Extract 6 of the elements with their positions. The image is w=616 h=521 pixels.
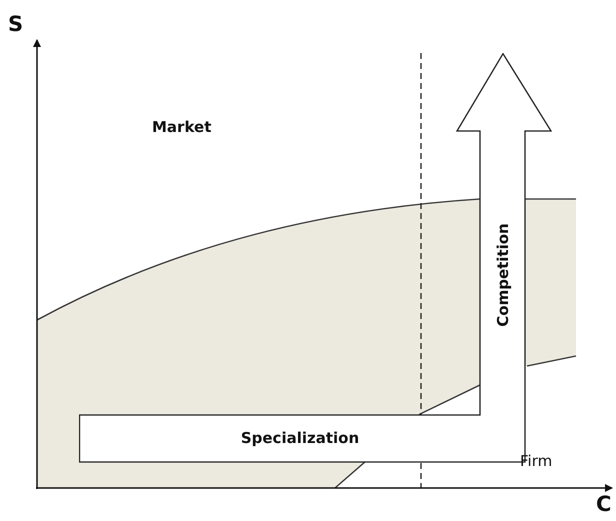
axis-label: S — [8, 12, 24, 36]
region-label: Firm — [520, 452, 552, 470]
axis-label: C — [596, 492, 612, 516]
arrow-label: Specialization — [240, 429, 360, 447]
region-label: Market — [152, 118, 212, 136]
arrow-label: Competition — [494, 223, 512, 327]
